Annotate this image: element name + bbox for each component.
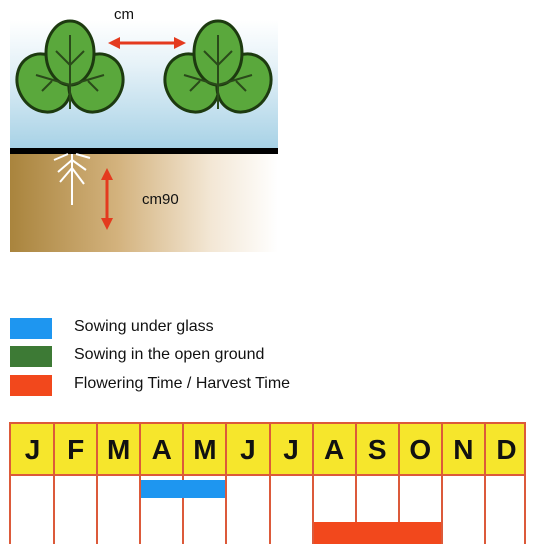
month-label: A (151, 434, 172, 465)
right-plant-icon (163, 19, 273, 114)
grid-divider (397, 476, 400, 544)
grid-divider (96, 476, 99, 544)
soil-background (10, 154, 278, 252)
grid-divider (53, 476, 56, 544)
month-label: N (453, 434, 474, 465)
month-divider (268, 424, 271, 474)
planting-diagram: cm cm90 (10, 0, 278, 252)
left-plant-icon (15, 19, 125, 114)
month-divider (182, 424, 185, 474)
month-label: M (107, 434, 131, 465)
depth-label: cm90 (142, 191, 179, 208)
flowering-harvest-bar (313, 522, 441, 544)
plant-illustration (15, 19, 273, 230)
spacing-arrow-icon (108, 37, 186, 49)
month-label: S (367, 434, 387, 465)
grid-divider (311, 476, 314, 544)
grid-divider (440, 476, 443, 544)
calendar-grid (9, 476, 526, 544)
month-label: J (24, 434, 41, 465)
legend-label: Flowering Time / Harvest Time (74, 375, 291, 392)
month-label: M (193, 434, 217, 465)
month-label: O (409, 434, 432, 465)
month-divider (397, 424, 400, 474)
spacing-label: cm (114, 6, 134, 23)
legend-swatch-orange (10, 375, 52, 396)
month-divider (53, 424, 56, 474)
roots-icon (53, 153, 91, 205)
month-divider (225, 424, 228, 474)
month-label: A (324, 434, 345, 465)
legend-label: Sowing under glass (74, 318, 214, 335)
grid-divider (483, 476, 486, 544)
ground-line (10, 148, 278, 154)
month-divider (483, 424, 486, 474)
grid-divider (182, 476, 185, 544)
depth-arrow-icon (101, 168, 113, 230)
month-label: D (496, 434, 517, 465)
month-divider (311, 424, 314, 474)
month-label: F (67, 434, 85, 465)
month-divider (139, 424, 142, 474)
grid-divider (354, 476, 357, 544)
month-divider (440, 424, 443, 474)
month-label: J (283, 434, 299, 465)
month-label: J (240, 434, 256, 465)
sowing-under-glass-bar (141, 480, 226, 498)
legend-swatch-blue (10, 318, 52, 339)
grid-divider (225, 476, 228, 544)
grid-divider (139, 476, 142, 544)
legend-label: Sowing in the open ground (74, 346, 265, 363)
month-divider (354, 424, 357, 474)
month-divider (96, 424, 99, 474)
grid-divider (268, 476, 271, 544)
legend-swatch-green (10, 346, 52, 367)
